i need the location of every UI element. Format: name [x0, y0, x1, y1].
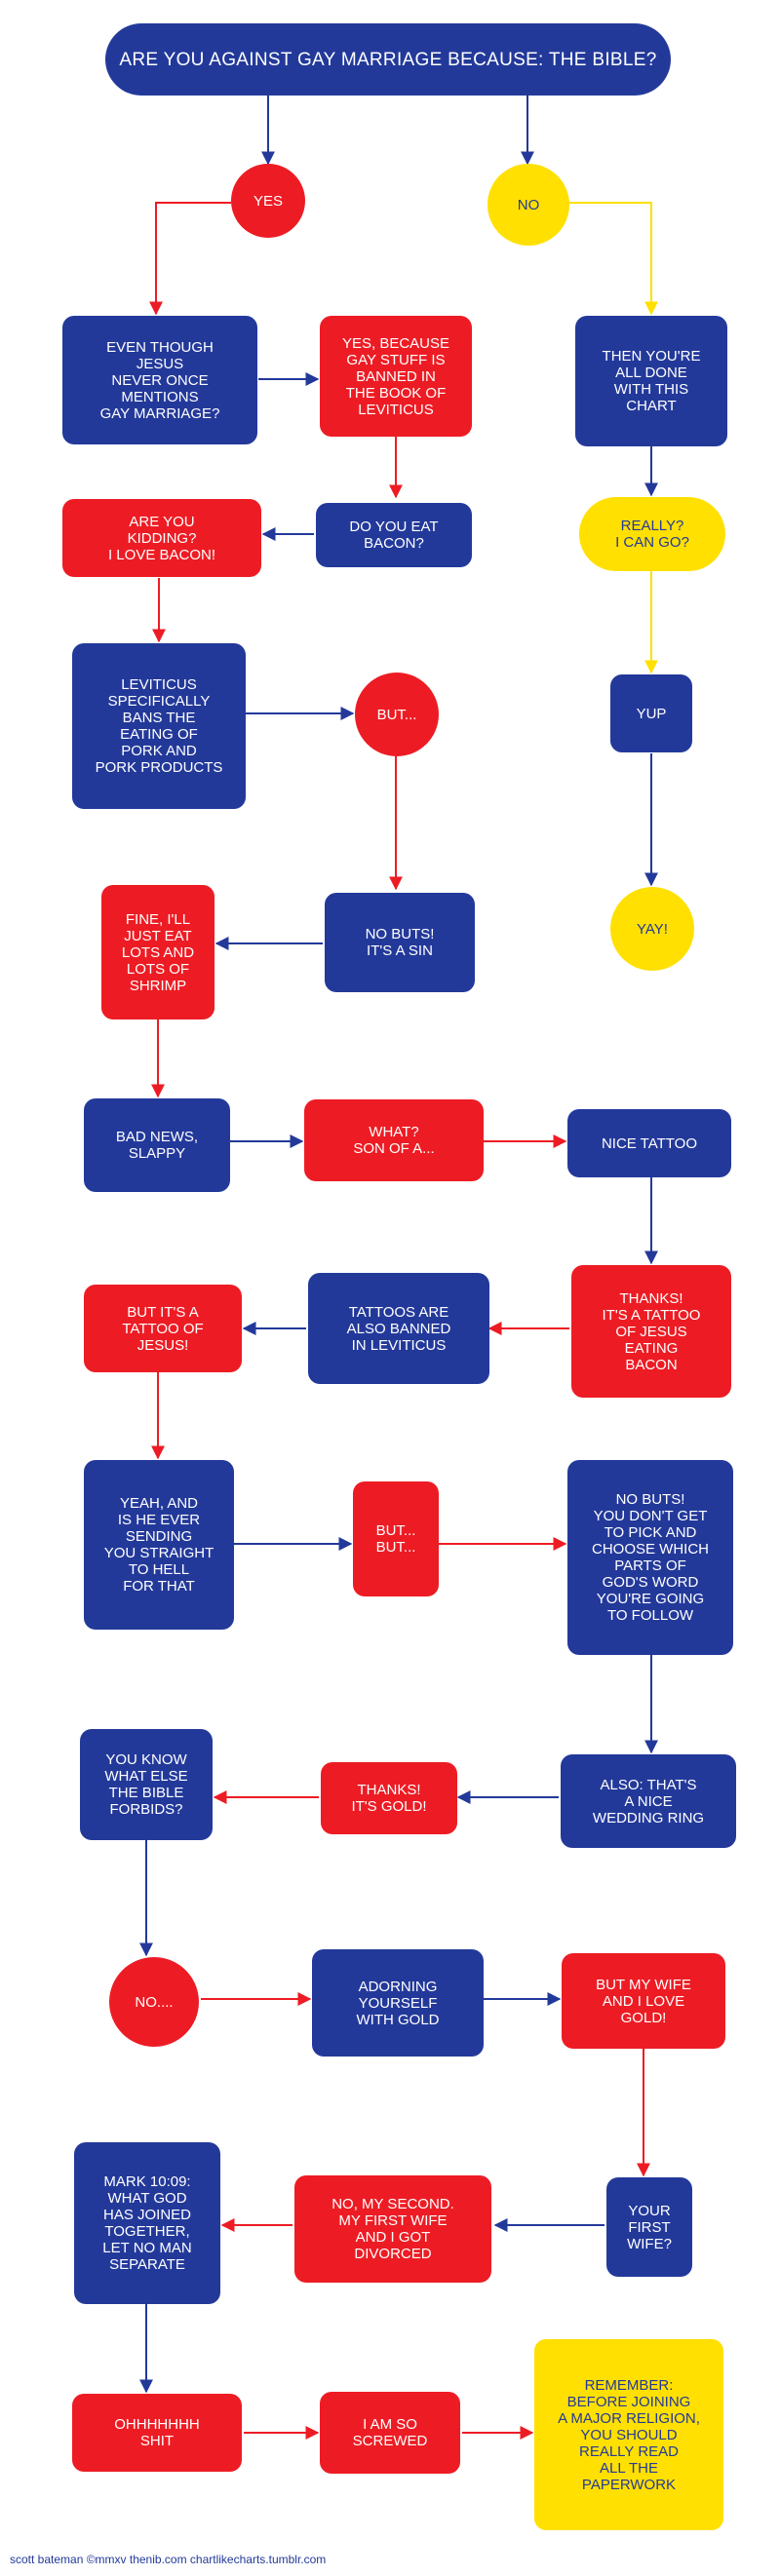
node-remember: REMEMBER: BEFORE JOINING A MAJOR RELIGIO… [534, 2339, 723, 2530]
node-no-dots: NO.... [109, 1957, 199, 2047]
node-wife-gold: BUT MY WIFE AND I LOVE GOLD! [562, 1953, 725, 2049]
node-thanks-tattoo: THANKS! IT'S A TATTOO OF JESUS EATING BA… [571, 1265, 731, 1398]
node-oh-shit: OHHHHHHH SHIT [72, 2394, 242, 2472]
node-bad-news: BAD NEWS, SLAPPY [84, 1098, 230, 1192]
node-tattoos-banned: TATTOOS ARE ALSO BANNED IN LEVITICUS [308, 1273, 489, 1384]
node-first-wife: YOUR FIRST WIFE? [606, 2177, 692, 2277]
node-kidding: ARE YOU KIDDING? I LOVE BACON! [62, 499, 261, 577]
node-forbids: YOU KNOW WHAT ELSE THE BIBLE FORBIDS? [80, 1729, 213, 1840]
node-nice-tattoo: NICE TATTOO [567, 1109, 731, 1177]
node-adorning: ADORNING YOURSELF WITH GOLD [312, 1949, 484, 2057]
edge-yes-even-though [149, 202, 231, 316]
chart-title: ARE YOU AGAINST GAY MARRIAGE BECAUSE: TH… [105, 23, 671, 96]
node-yup: YUP [610, 674, 692, 752]
credit-line: scott bateman ©mmxv thenib.com chartlike… [10, 2553, 327, 2566]
node-tattoo-jesus: BUT IT'S A TATTOO OF JESUS! [84, 1285, 242, 1372]
node-but-but: BUT... BUT... [353, 1481, 439, 1596]
node-no: NO [488, 164, 569, 246]
node-wedding-ring: ALSO: THAT'S A NICE WEDDING RING [561, 1754, 736, 1848]
node-pick-choose: NO BUTS! YOU DON'T GET TO PICK AND CHOOS… [567, 1460, 733, 1655]
node-what: WHAT? SON OF A... [304, 1099, 484, 1181]
node-eat-bacon: DO YOU EAT BACON? [316, 503, 472, 567]
node-even-though: EVEN THOUGH JESUS NEVER ONCE MENTIONS GA… [62, 316, 257, 444]
node-really: REALLY? I CAN GO? [579, 497, 725, 571]
node-second: NO, MY SECOND. MY FIRST WIFE AND I GOT D… [294, 2175, 491, 2283]
node-bans-pork: LEVITICUS SPECIFICALLY BANS THE EATING O… [72, 643, 246, 809]
node-shrimp: FINE, I'LL JUST EAT LOTS AND LOTS OF SHR… [101, 885, 214, 1019]
node-leviticus-yes: YES, BECAUSE GAY STUFF IS BANNED IN THE … [320, 316, 472, 437]
node-mark: MARK 10:09: WHAT GOD HAS JOINED TOGETHER… [74, 2142, 220, 2304]
node-but: BUT... [355, 673, 439, 756]
node-no-buts-sin: NO BUTS! IT'S A SIN [325, 893, 475, 992]
node-screwed: I AM SO SCREWED [320, 2392, 460, 2474]
node-hell: YEAH, AND IS HE EVER SENDING YOU STRAIGH… [84, 1460, 234, 1630]
node-gold-thanks: THANKS! IT'S GOLD! [321, 1762, 457, 1834]
edge-no-all-done [568, 202, 658, 316]
node-all-done: THEN YOU'RE ALL DONE WITH THIS CHART [575, 316, 727, 446]
node-yes: YES [231, 164, 305, 238]
node-yay: YAY! [610, 887, 694, 971]
